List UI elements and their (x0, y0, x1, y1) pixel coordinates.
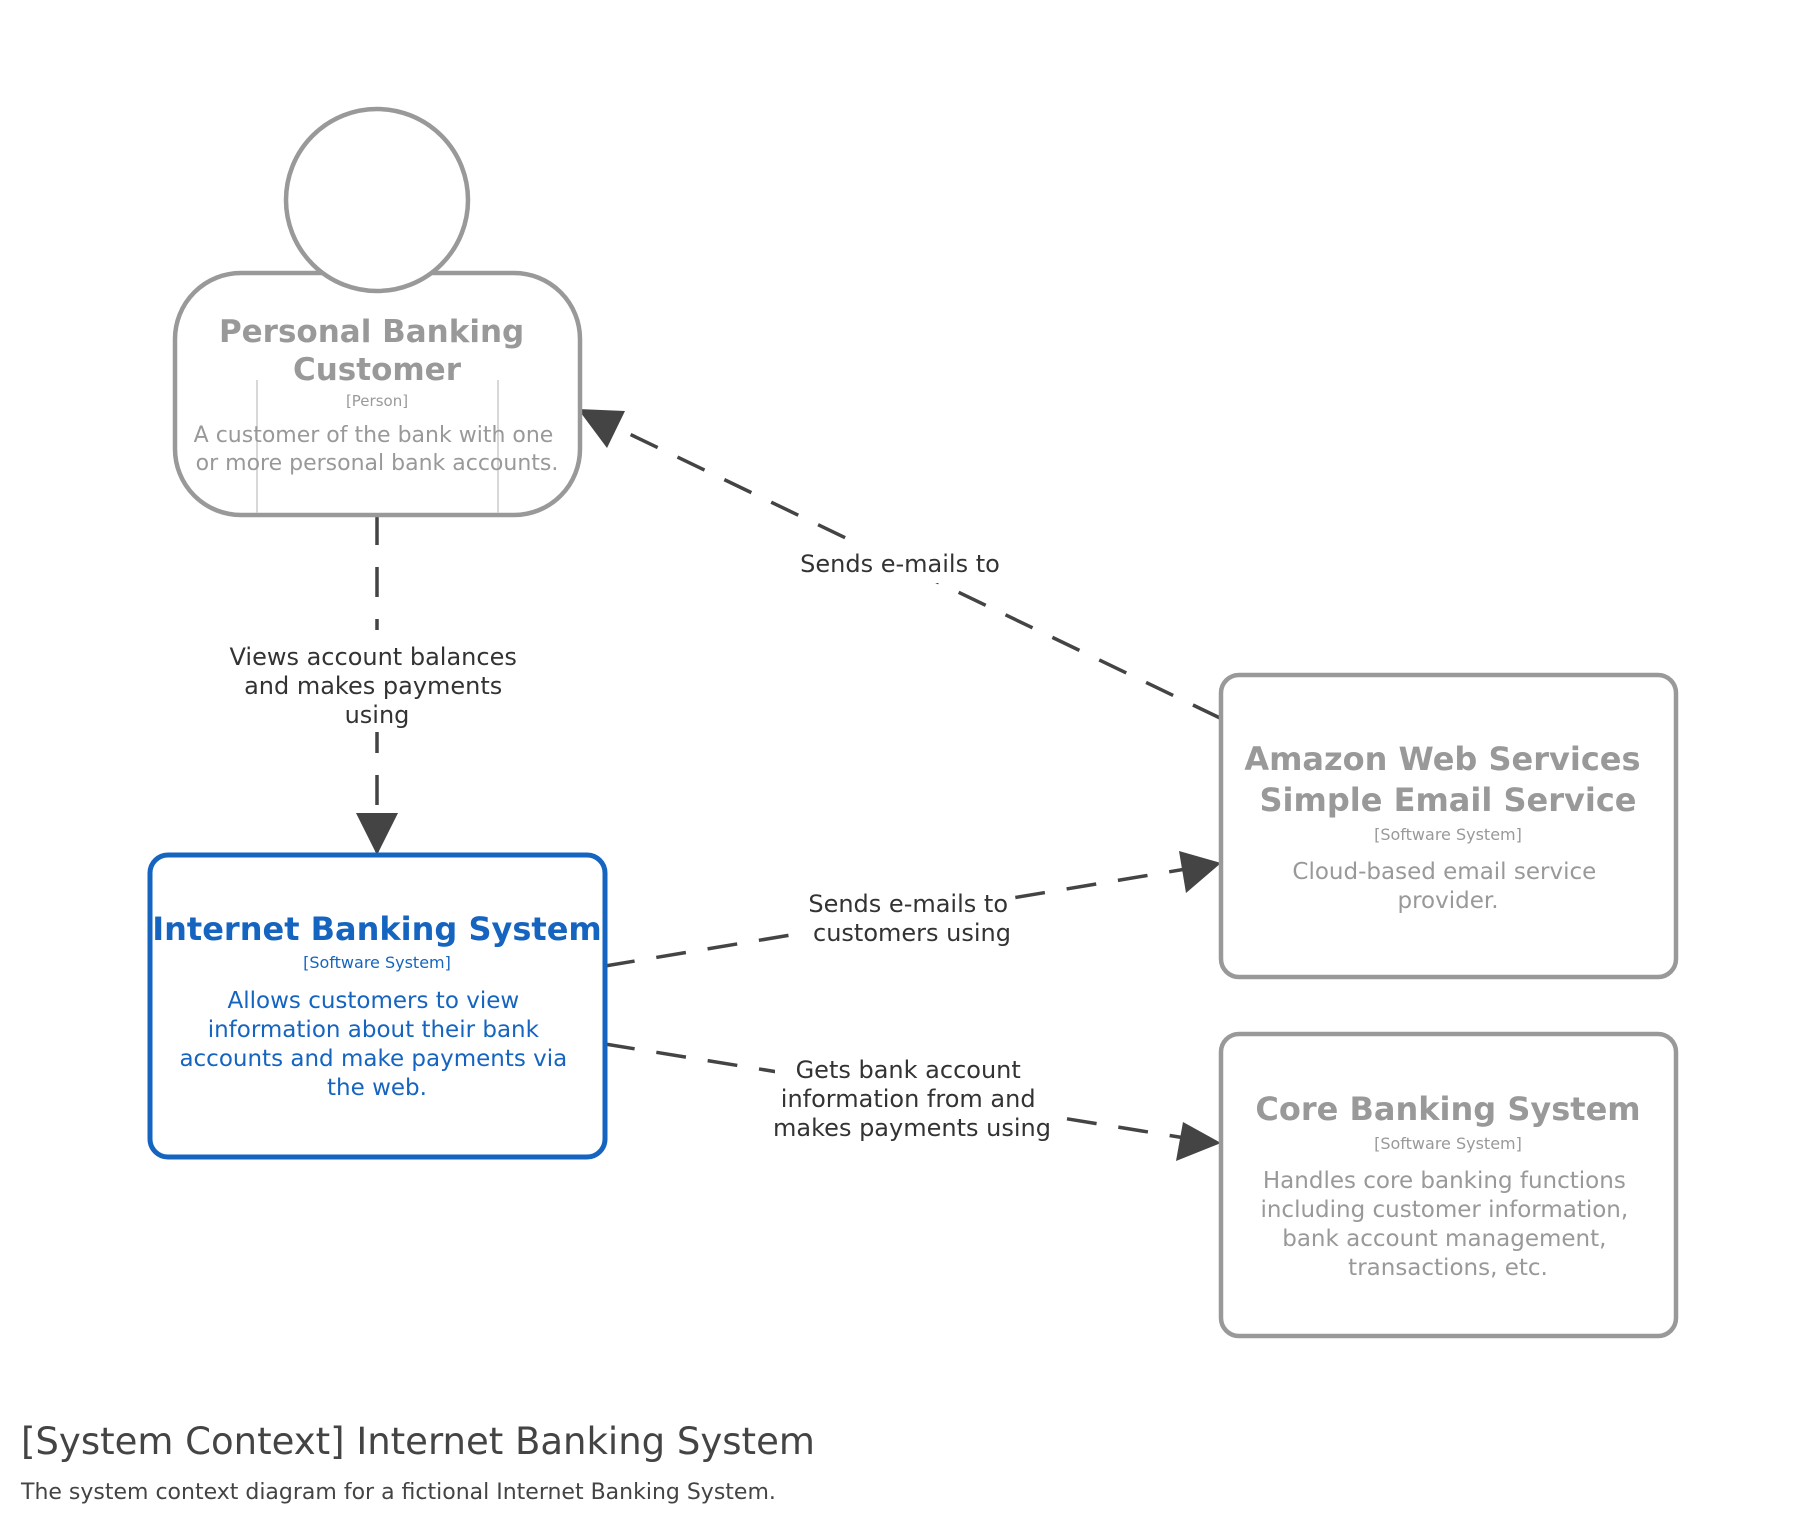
element-type: [Software System] (303, 953, 451, 972)
relationship-label-ibs-to-core: Gets bank account information from and m… (773, 1056, 1051, 1142)
element-description: Handles core banking functions including… (1260, 1168, 1635, 1281)
element-name-line: Core Banking System (1255, 1090, 1640, 1128)
relationship-label-customer-to-ibs: Views account balances and makes payment… (230, 643, 525, 729)
element-type: [Software System] (1374, 1134, 1522, 1153)
relationship-label-line: customers using (813, 919, 1011, 947)
relationship-label-ibs-to-email: Sends e-mails to customers using (808, 890, 1015, 947)
element-type: [Software System] (1374, 825, 1522, 844)
element-name-line: Customer (293, 352, 462, 388)
element-name: Internet Banking System (152, 910, 602, 948)
element-description-line: transactions, etc. (1348, 1255, 1548, 1281)
element-name-line: Amazon Web Services (1244, 740, 1640, 778)
relationship-arrow-ibs-to-core (1176, 1122, 1221, 1161)
relationship-label-line: Gets bank account (796, 1056, 1021, 1084)
relationship-label-line: using (345, 701, 410, 729)
relationship-label-line: Sends e-mails to (808, 890, 1008, 918)
relationship-label-email-to-customer: Sends e-mails to (800, 550, 1000, 578)
element-name-line: Personal Banking (219, 314, 524, 350)
system-box (1218, 1031, 1679, 1339)
person-head-icon (283, 106, 471, 294)
diagram-subtitle: The system context diagram for a fiction… (21, 1480, 776, 1505)
relationship-arrow-customer-to-ibs (356, 813, 398, 855)
element-type: [Person] (346, 392, 408, 410)
person-personal-banking-customer[interactable]: Personal Banking Customer [Person] A cus… (172, 106, 583, 518)
element-description-line: including customer information, (1260, 1197, 1628, 1223)
relationship-arrow-email-to-customer (578, 409, 625, 448)
element-description-line: provider. (1397, 888, 1498, 914)
relationship-label-line: information from and (781, 1085, 1036, 1113)
relationship-arrow-ibs-to-email (1179, 851, 1221, 893)
element-name-line: Internet Banking System (152, 910, 602, 948)
element-name: Core Banking System (1255, 1090, 1640, 1128)
element-description-line: information about their bank (208, 1017, 540, 1043)
system-box (1218, 672, 1679, 980)
relationship-label-line: and makes payments (244, 672, 502, 700)
element-name: Amazon Web Services Simple Email Service (1244, 740, 1651, 819)
element-description-line: or more personal bank accounts. (196, 451, 559, 476)
relationship-label-line: makes payments using (773, 1114, 1051, 1142)
relationship-label-line: Sends e-mails to (800, 550, 1000, 578)
software-system-internet-banking[interactable]: Internet Banking System [Software System… (147, 852, 608, 1160)
element-name: Personal Banking Customer (219, 314, 535, 388)
element-description-line: A customer of the bank with one (194, 423, 554, 448)
element-description-line: the web. (327, 1075, 427, 1101)
element-description: Allows customers to view information abo… (179, 988, 574, 1101)
diagram-title: [System Context] Internet Banking System (21, 1420, 815, 1463)
relationship-label-line: Views account balances (230, 643, 517, 671)
element-description-line: accounts and make payments via (179, 1046, 567, 1072)
element-description-line: bank account management, (1282, 1226, 1606, 1252)
element-description-line: Cloud-based email service (1292, 859, 1596, 885)
element-name-line: Simple Email Service (1260, 781, 1637, 819)
software-system-aws-simple-email-service[interactable]: Amazon Web Services Simple Email Service… (1218, 672, 1679, 980)
system-box (147, 852, 608, 1160)
relationship-line-email-to-customer (589, 413, 1221, 720)
software-system-core-banking[interactable]: Core Banking System [Software System] Ha… (1218, 1031, 1679, 1339)
element-description: Cloud-based email service provider. (1292, 859, 1603, 914)
element-description-line: Allows customers to view (228, 988, 520, 1014)
element-description-line: Handles core banking functions (1263, 1168, 1626, 1194)
element-description: A customer of the bank with one or more … (194, 423, 561, 476)
